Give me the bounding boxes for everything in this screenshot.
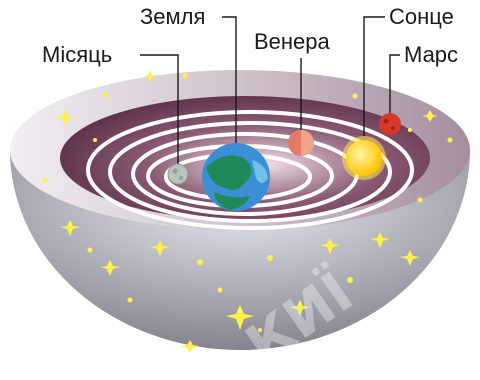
star-icon [55,110,75,126]
star-icon [370,232,390,248]
earth-land [252,160,268,183]
moon [167,163,189,185]
star-dot [42,177,48,183]
star-icon [226,305,254,330]
star-icon [60,220,80,236]
leader-sun [363,16,385,136]
leader-moon [140,54,179,164]
venus-shade [301,130,314,156]
sun [342,136,386,180]
star-dot [408,128,412,132]
star-icon [181,340,199,353]
star-dot [417,197,423,203]
sun-icon [346,140,382,176]
star-dot [182,73,188,79]
mars-icon [379,113,401,135]
earth-land [206,155,252,190]
star-dot [87,247,93,253]
label-mars: Марс [404,42,458,67]
star-icon [400,250,420,266]
earth [202,143,270,211]
mars [379,113,401,135]
label-moon: Місяць [42,42,112,67]
star-icon [320,238,340,254]
orbit-mars [86,110,414,230]
star-dot [217,287,223,293]
star-dot [447,137,453,143]
orbit-sun [108,121,392,223]
stars [42,70,453,353]
star-dot [352,93,358,99]
label-venus: Венера [254,29,331,54]
star-icon [150,240,170,256]
star-icon [143,70,157,82]
star-dot [197,259,203,265]
moon-crater [172,168,178,174]
leader-lines [140,16,400,164]
star-dot [258,328,262,332]
moon-icon [167,163,189,185]
mars-spot [383,118,389,124]
leader-earth [222,16,237,143]
star-dot [93,138,97,142]
star-dot [102,92,108,98]
earth-land [214,192,250,210]
label-earth: Земля [140,4,205,29]
leader-mars [389,54,400,113]
star-icon [422,110,438,122]
star-dot [127,297,133,303]
label-sun: Сонце [389,4,454,29]
moon-crater [179,176,183,180]
star-icon [100,260,120,276]
star-dot [267,255,273,261]
venus [288,130,314,156]
star-dot [347,277,353,283]
star-icon [290,300,310,316]
mars-spot [391,126,395,130]
